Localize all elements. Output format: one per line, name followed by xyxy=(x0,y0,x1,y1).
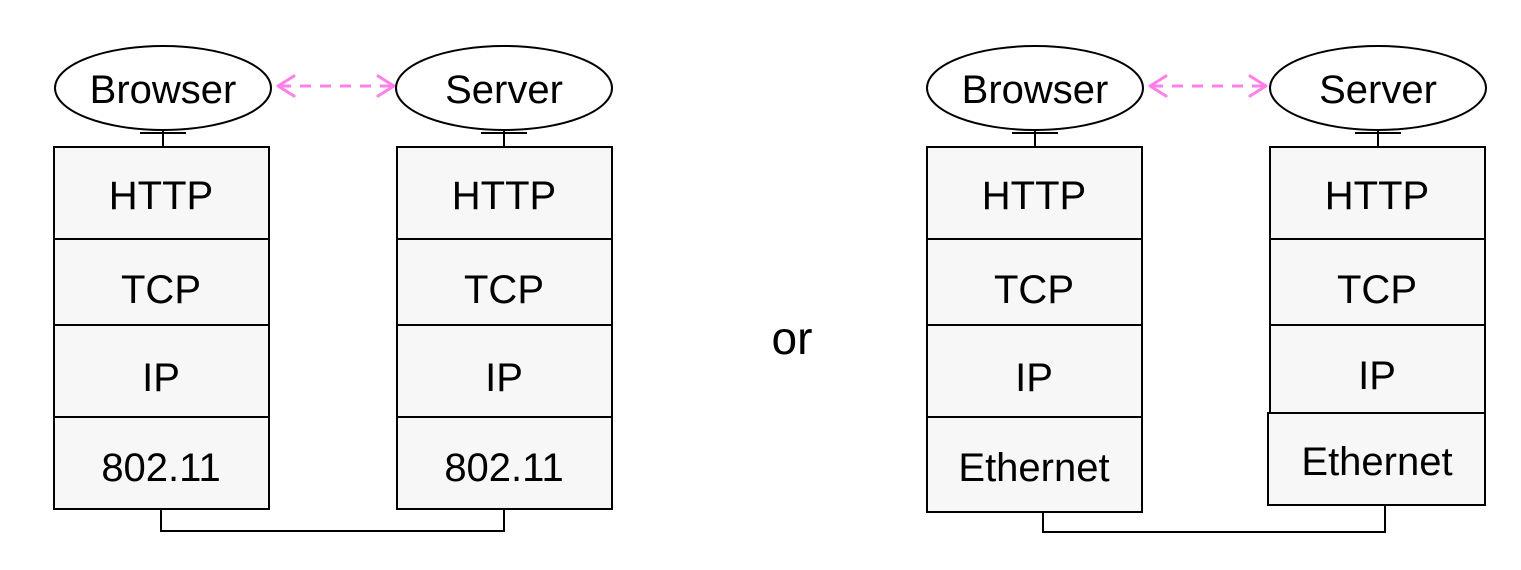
layer-link xyxy=(53,416,270,510)
layer-application xyxy=(1269,146,1486,240)
layer-transport xyxy=(926,238,1143,326)
stack-left: Browser HTTP TCP IP Ethernet xyxy=(926,45,1144,513)
peer-link-arrow xyxy=(1148,74,1268,98)
layer-network xyxy=(1269,324,1486,414)
layer-application xyxy=(53,146,270,240)
layer-label: IP xyxy=(485,356,523,400)
layer-label: IP xyxy=(1015,356,1053,400)
layer-network xyxy=(926,324,1143,418)
physical-link xyxy=(1042,505,1386,533)
layer-label: Ethernet xyxy=(958,446,1109,490)
layer-link xyxy=(926,416,1143,513)
endpoint-label: Server xyxy=(1319,68,1437,112)
stack-right: Server HTTP TCP IP 802.11 xyxy=(395,45,613,510)
layer-link xyxy=(396,416,613,510)
endpoint-label: Browser xyxy=(90,68,237,112)
layer-label: TCP xyxy=(464,268,544,312)
layer-application xyxy=(396,146,613,240)
physical-link xyxy=(160,509,505,532)
layer-network xyxy=(396,324,613,418)
layer-label: IP xyxy=(1358,354,1396,398)
layer-link xyxy=(1267,412,1486,506)
diagram-wifi: Browser HTTP TCP IP 802.11 Server HTTP T… xyxy=(53,45,613,532)
layer-label: 802.11 xyxy=(444,446,563,490)
layer-label: HTTP xyxy=(452,174,556,218)
layer-label: Ethernet xyxy=(1301,440,1452,484)
layer-transport xyxy=(1269,238,1486,326)
layer-label: 802.11 xyxy=(101,446,220,490)
or-separator: or xyxy=(772,312,813,364)
stack-right: Server HTTP TCP IP Ethernet xyxy=(1267,45,1487,506)
layer-network xyxy=(53,324,270,418)
layer-label: HTTP xyxy=(982,174,1086,218)
layer-application xyxy=(926,146,1143,240)
layer-transport xyxy=(396,238,613,326)
layer-label: TCP xyxy=(1337,268,1417,312)
layer-label: TCP xyxy=(121,268,201,312)
layer-label: IP xyxy=(142,356,180,400)
endpoint-label: Browser xyxy=(962,68,1109,112)
layer-label: TCP xyxy=(994,268,1074,312)
layer-label: HTTP xyxy=(109,174,213,218)
stack-left: Browser HTTP TCP IP 802.11 xyxy=(53,45,272,510)
peer-link-arrow xyxy=(276,74,396,98)
diagram-ethernet: Browser HTTP TCP IP Ethernet Server HTTP… xyxy=(926,45,1487,533)
layer-label: HTTP xyxy=(1325,174,1429,218)
endpoint-label: Server xyxy=(445,68,563,112)
